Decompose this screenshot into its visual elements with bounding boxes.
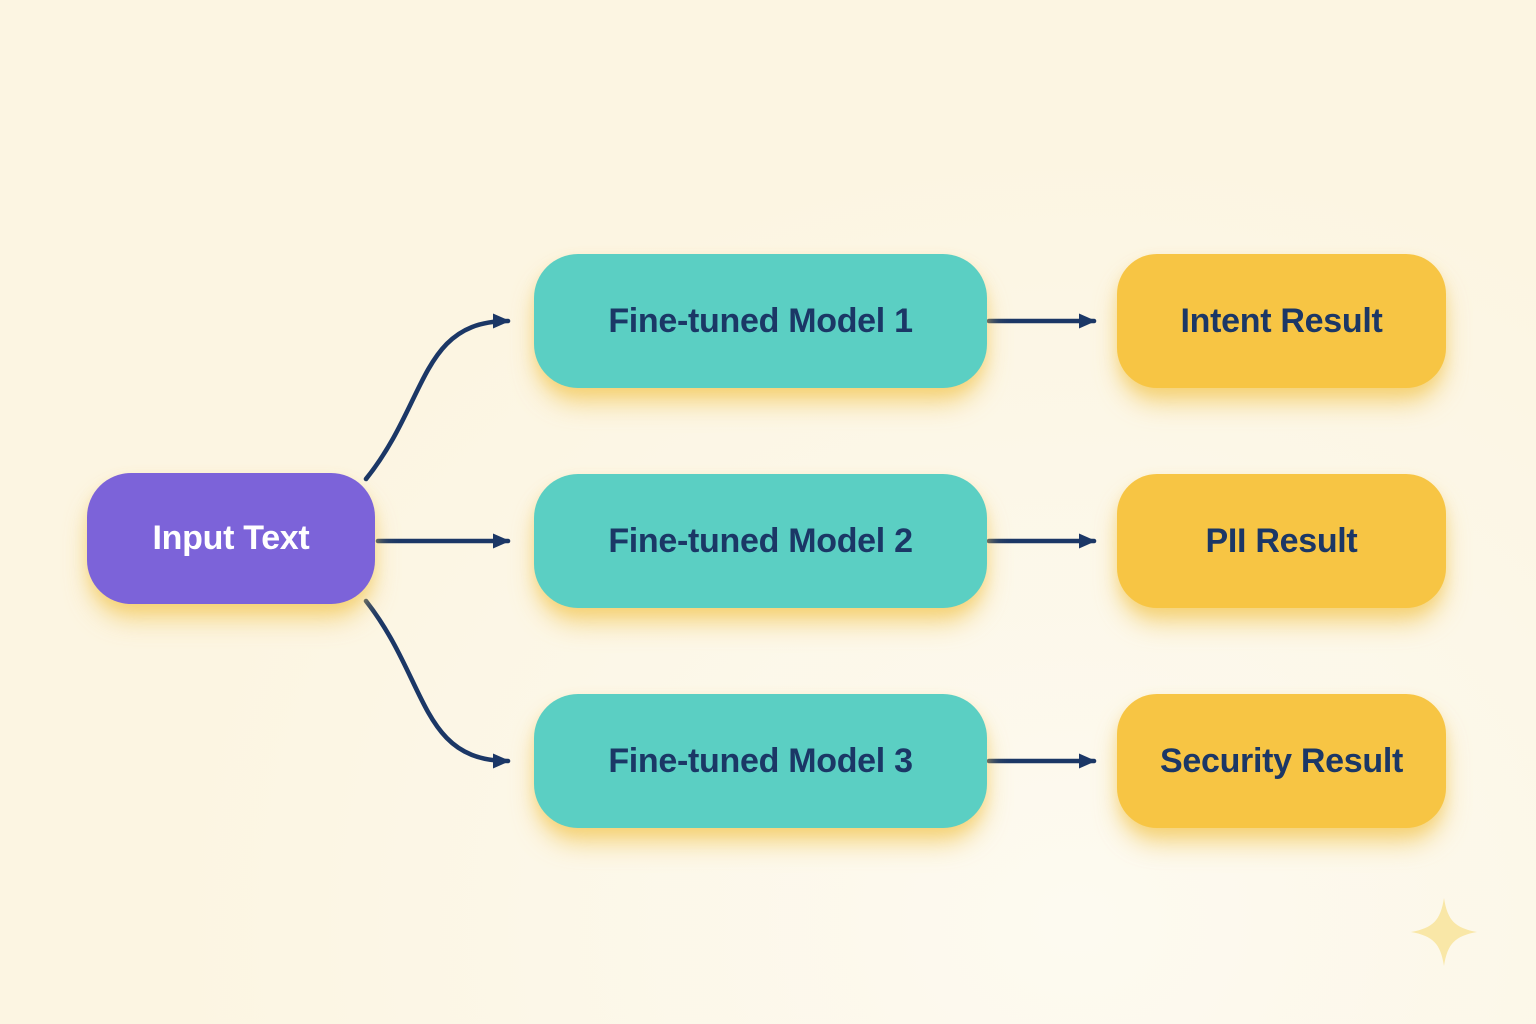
node-security-result: Security Result (1117, 694, 1446, 828)
node-pii-result-label: PII Result (1205, 521, 1358, 560)
node-input-text: Input Text (87, 473, 375, 604)
sparkle-icon (1411, 898, 1477, 966)
edge-input-to-model-3 (363, 598, 511, 769)
node-fine-tuned-model-1: Fine-tuned Model 1 (534, 254, 987, 388)
node-fine-tuned-model-3-label: Fine-tuned Model 3 (608, 741, 913, 780)
node-pii-result: PII Result (1117, 474, 1446, 608)
node-fine-tuned-model-2: Fine-tuned Model 2 (534, 474, 987, 608)
edge-input-to-model-1 (363, 313, 511, 482)
node-fine-tuned-model-3: Fine-tuned Model 3 (534, 694, 987, 828)
node-intent-result-label: Intent Result (1180, 301, 1383, 340)
node-input-text-label: Input Text (152, 519, 310, 557)
node-intent-result: Intent Result (1117, 254, 1446, 388)
node-fine-tuned-model-2-label: Fine-tuned Model 2 (608, 521, 913, 560)
node-fine-tuned-model-1-label: Fine-tuned Model 1 (608, 301, 913, 340)
node-security-result-label: Security Result (1159, 741, 1404, 780)
